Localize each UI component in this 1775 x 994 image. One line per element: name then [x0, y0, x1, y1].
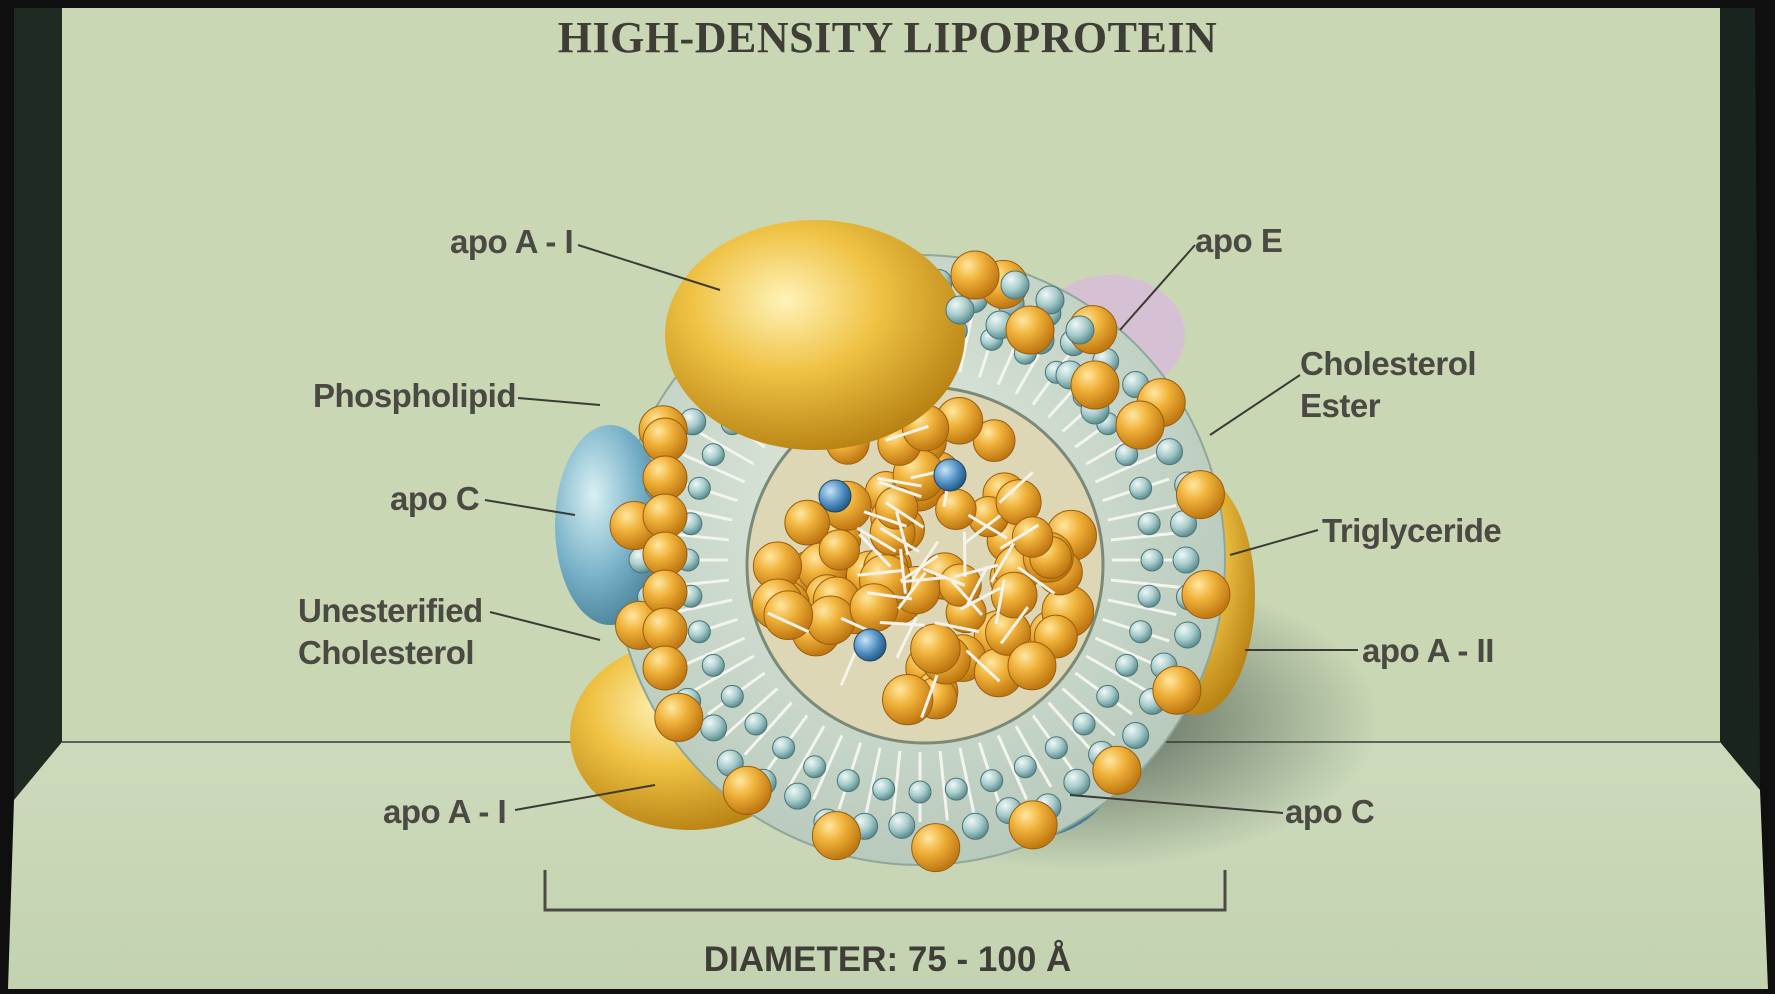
phospholipid-head	[962, 813, 988, 839]
phospholipid-head	[1173, 547, 1199, 573]
phospholipid-head	[785, 783, 811, 809]
label-triglyceride: Triglyceride	[1322, 512, 1501, 550]
triglyceride-chain	[964, 532, 965, 577]
inner-phospholipid-head	[688, 621, 710, 643]
phospholipid-head	[1175, 622, 1201, 648]
core-lipid	[1008, 642, 1056, 690]
cholesterol-ball	[912, 824, 960, 872]
label-cholesterol-ester-line2: Ester	[1300, 387, 1380, 425]
inner-phospholipid-head	[702, 444, 724, 466]
phospholipid-head	[946, 296, 974, 324]
cholesterol-ball	[1071, 361, 1119, 409]
inner-phospholipid-head	[1130, 621, 1152, 643]
cholesterol-ball	[643, 494, 687, 538]
phospholipid-head	[889, 812, 915, 838]
cholesterol-ball	[1176, 471, 1224, 519]
inner-phospholipid-head	[721, 685, 743, 707]
label-phospholipid: Phospholipid	[313, 377, 516, 415]
phospholipid-head	[1001, 271, 1029, 299]
label-apo-a1-top: apo A - I	[450, 223, 573, 261]
cholesterol-ball	[1153, 666, 1201, 714]
phospholipid-head	[1123, 722, 1149, 748]
inner-phospholipid-head	[745, 713, 767, 735]
inner-phospholipid-head	[804, 756, 826, 778]
inner-phospholipid-head	[1141, 549, 1163, 571]
inner-phospholipid-head	[1045, 737, 1067, 759]
label-unesterified-line1: Unesterified	[298, 592, 483, 630]
inner-phospholipid-head	[945, 778, 967, 800]
label-apo-e: apo E	[1195, 222, 1282, 260]
cholesterol-ball	[643, 456, 687, 500]
inner-phospholipid-head	[702, 654, 724, 676]
right-wall	[1720, 8, 1760, 790]
inner-phospholipid-head	[773, 737, 795, 759]
cholesteryl-ester-head	[934, 459, 966, 491]
inner-phospholipid-head	[981, 770, 1003, 792]
inner-phospholipid-head	[1130, 477, 1152, 499]
cholesterol-ball	[1093, 746, 1141, 794]
core-lipid	[819, 530, 859, 570]
label-apo-c-bottom: apo C	[1285, 793, 1374, 831]
inner-phospholipid-head	[1097, 685, 1119, 707]
inner-phospholipid-head	[1014, 756, 1036, 778]
inner-phospholipid-head	[1138, 513, 1160, 535]
cholesterol-ball	[723, 766, 771, 814]
cholesterol-ball	[1116, 401, 1164, 449]
label-unesterified-line2: Cholesterol	[298, 634, 474, 672]
core-lipid	[936, 489, 976, 529]
inner-phospholipid-head	[909, 781, 931, 803]
inner-phospholipid-head	[688, 477, 710, 499]
cholesterol-ball	[951, 251, 999, 299]
inner-phospholipid-head	[1116, 654, 1138, 676]
cholesteryl-ester-head	[854, 629, 886, 661]
cholesterol-ball	[1006, 306, 1054, 354]
diameter-label: DIAMETER: 75 - 100 Å	[0, 940, 1775, 980]
phospholipid-head	[1064, 769, 1090, 795]
phospholipid-head	[701, 715, 727, 741]
inner-phospholipid-head	[1073, 713, 1095, 735]
phospholipid-head	[1156, 439, 1182, 465]
inner-phospholipid-head	[1138, 585, 1160, 607]
label-cholesterol-ester-line1: Cholesterol	[1300, 345, 1476, 383]
inner-phospholipid-head	[837, 770, 859, 792]
apo-a1-top-lobe	[665, 220, 965, 450]
cholesteryl-ester-head	[819, 480, 851, 512]
label-apo-c-left: apo C	[390, 480, 479, 518]
cholesterol-ball	[643, 646, 687, 690]
phospholipid-head	[1066, 316, 1094, 344]
core-lipid	[911, 624, 960, 673]
inner-phospholipid-head	[873, 778, 895, 800]
cholesterol-ball	[643, 570, 687, 614]
cholesterol-ball	[643, 608, 687, 652]
left-wall	[14, 8, 62, 800]
cholesterol-ball	[643, 418, 687, 462]
cholesterol-ball	[1182, 570, 1230, 618]
diagram-title: HIGH-DENSITY LIPOPROTEIN	[0, 12, 1775, 63]
cholesterol-ball	[655, 693, 703, 741]
cholesterol-ball	[812, 812, 860, 860]
core-lipid	[883, 674, 933, 724]
cholesterol-ball	[1009, 801, 1057, 849]
label-apo-a2: apo A - II	[1362, 632, 1494, 670]
label-apo-a1-bottom: apo A - I	[383, 793, 506, 831]
cholesterol-ball	[643, 532, 687, 576]
